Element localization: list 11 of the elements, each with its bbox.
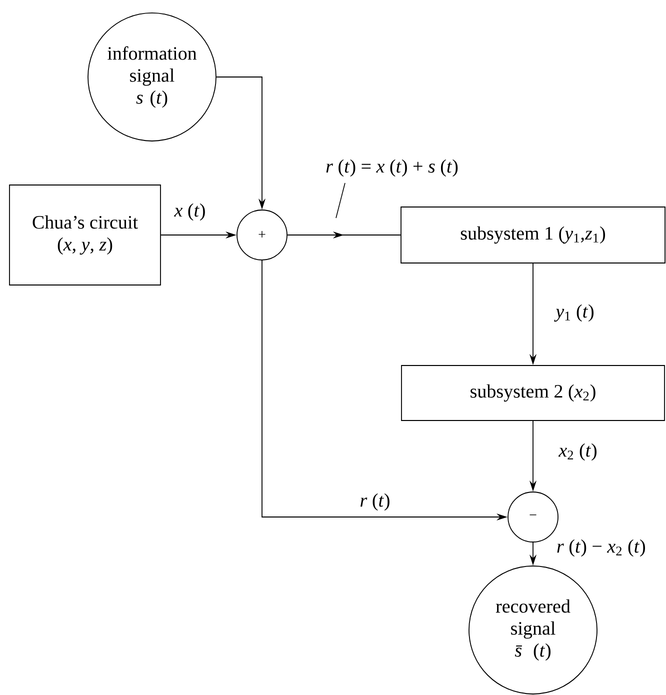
edge-label: r (t): [360, 493, 390, 511]
edge-label: r (t) − x$_{2}$ (t): [557, 539, 645, 557]
process-box: subsystem 2 (x$_{2}$): [401, 365, 665, 421]
process-box: subsystem 1 (y$_{1}$,z$_{1}$): [400, 206, 666, 264]
edge-label: y$_{1}$ (t): [554, 304, 594, 322]
edge-label: r (t) = x (t) + s (t): [326, 159, 458, 177]
source-box: Chua’s circuit (x, y, z): [9, 184, 161, 286]
edge-label: x$_{2}$ (t): [558, 443, 596, 461]
summing-junction: +: [236, 210, 288, 260]
difference-junction: −: [508, 492, 558, 542]
edge-label: x (t): [174, 203, 205, 221]
